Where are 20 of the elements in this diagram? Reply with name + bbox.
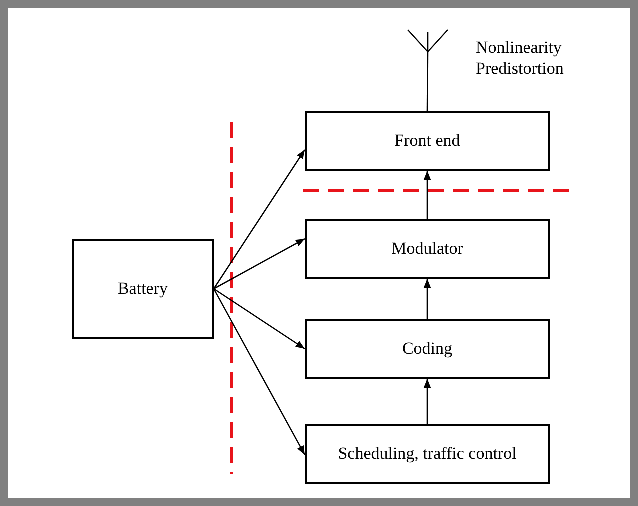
box-label: Coding [402,339,453,359]
box-label: Battery [118,279,168,299]
arrow [214,288,306,350]
connector-line [426,52,429,111]
arrow [213,150,306,290]
arrow [424,379,432,424]
arrow [214,238,306,290]
box-label: Modulator [392,239,464,259]
annotation-text: Nonlinearity Predistortion [476,37,565,79]
process-box [305,424,550,484]
box-label: Front end [394,131,460,151]
arrow [213,288,306,456]
process-box [305,319,550,379]
process-box [305,111,550,171]
box-label: Scheduling, traffic control [338,444,517,464]
arrow [424,279,432,319]
process-box [72,239,214,339]
process-box [305,219,550,279]
antenna-icon [406,28,450,52]
arrow [424,171,432,219]
